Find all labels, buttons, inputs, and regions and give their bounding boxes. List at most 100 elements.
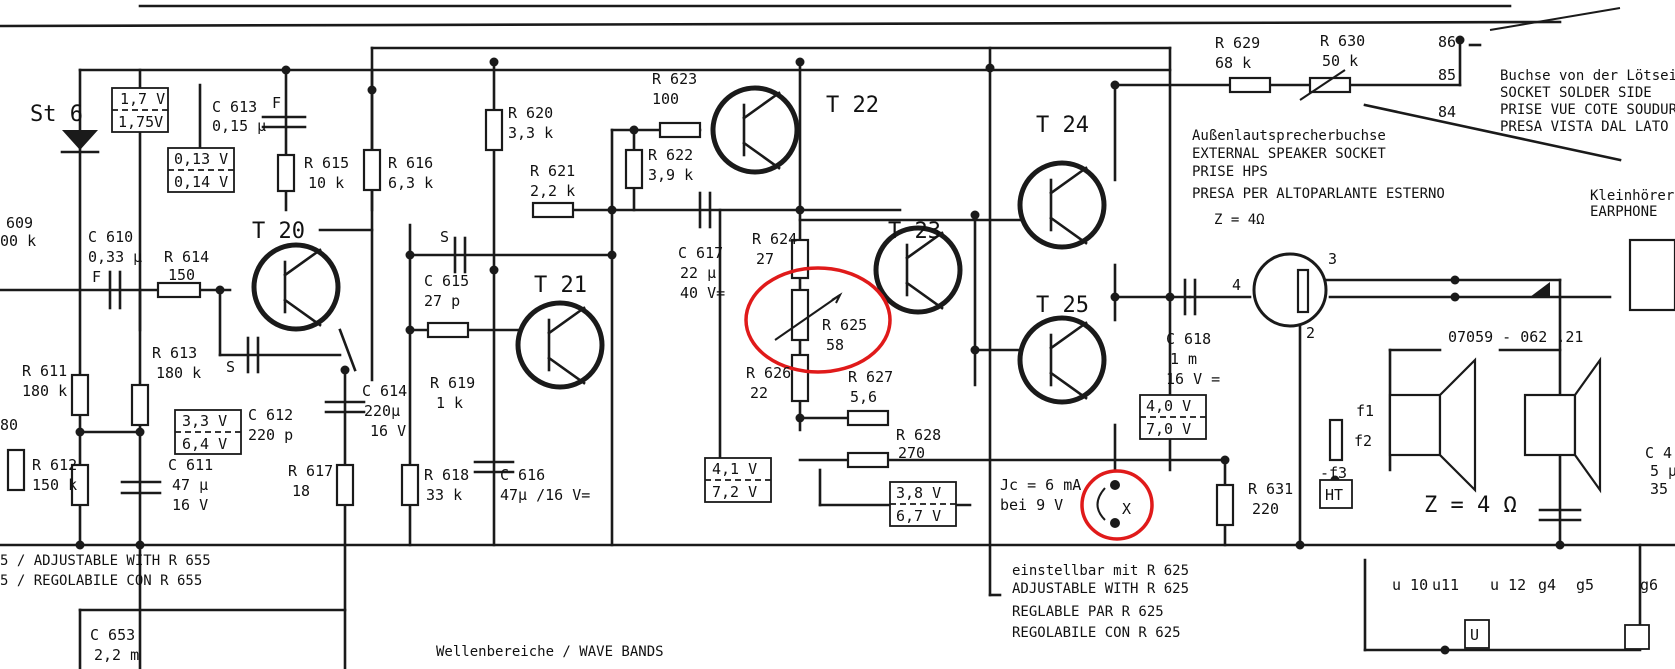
svg-text:REGLABLE PAR R 625: REGLABLE PAR R 625 [1012, 604, 1164, 620]
svg-text:85: 85 [1438, 66, 1456, 84]
voltage-readouts: 1,7 V 1,75V 0,13 V 0,14 V 3,3 V 6,4 V 4,… [118, 90, 1191, 525]
svg-text:7,0 V: 7,0 V [1146, 420, 1191, 438]
svg-text:68 k: 68 k [1215, 54, 1251, 72]
svg-text:86: 86 [1438, 33, 1456, 51]
svg-text:g6: g6 [1640, 576, 1658, 594]
svg-text:R 629: R 629 [1215, 34, 1260, 52]
svg-text:220 p: 220 p [248, 426, 293, 444]
svg-text:27: 27 [756, 250, 774, 268]
svg-text:T 24: T 24 [1036, 113, 1089, 138]
svg-text:u 10: u 10 [1392, 576, 1428, 594]
svg-text:X: X [1122, 500, 1131, 518]
svg-text:150: 150 [168, 266, 195, 284]
svg-text:u 12: u 12 [1490, 576, 1526, 594]
svg-text:R 627: R 627 [848, 368, 893, 386]
svg-text:SOCKET SOLDER SIDE: SOCKET SOLDER SIDE [1500, 85, 1652, 101]
svg-text:S: S [226, 358, 235, 376]
svg-text:220: 220 [1252, 500, 1279, 518]
svg-text:T 22: T 22 [826, 93, 879, 118]
svg-text:0,15 µ: 0,15 µ [212, 117, 266, 135]
svg-text:T 20: T 20 [252, 219, 305, 244]
svg-text:C 615: C 615 [424, 272, 469, 290]
svg-text:PRISE HPS: PRISE HPS [1192, 164, 1268, 180]
svg-text:ADJUSTABLE WITH R 625: ADJUSTABLE WITH R 625 [1012, 581, 1189, 597]
svg-text:609: 609 [6, 214, 33, 232]
svg-text:4,0 V: 4,0 V [1146, 397, 1191, 415]
svg-text:2,2 m: 2,2 m [94, 646, 139, 664]
svg-text:R 620: R 620 [508, 104, 553, 122]
svg-text:R 615: R 615 [304, 154, 349, 172]
svg-text:4,1 V: 4,1 V [712, 460, 757, 478]
svg-text:16 V: 16 V [370, 422, 406, 440]
svg-text:-f3: -f3 [1320, 464, 1347, 482]
svg-text:6,3 k: 6,3 k [388, 174, 433, 192]
svg-text:100: 100 [652, 90, 679, 108]
svg-text:Z = 4 Ω: Z = 4 Ω [1424, 493, 1517, 518]
svg-text:0,13 V: 0,13 V [174, 150, 228, 168]
svg-text:6,4 V: 6,4 V [182, 435, 227, 453]
svg-text:2,2 k: 2,2 k [530, 182, 575, 200]
svg-text:0,33 µ: 0,33 µ [88, 248, 142, 266]
svg-text:R 623: R 623 [652, 70, 697, 88]
svg-text:C 611: C 611 [168, 456, 213, 474]
svg-text:3,3 k: 3,3 k [508, 124, 553, 142]
svg-text:C 614: C 614 [362, 382, 407, 400]
svg-text:33 k: 33 k [426, 486, 462, 504]
svg-text:22: 22 [750, 384, 768, 402]
svg-text:16 V: 16 V [172, 496, 208, 514]
svg-text:F: F [92, 268, 101, 286]
svg-text:R 628: R 628 [896, 426, 941, 444]
svg-text:7,2 V: 7,2 V [712, 483, 757, 501]
svg-text:Außenlautsprecherbuchse: Außenlautsprecherbuchse [1192, 128, 1386, 144]
svg-text:1,7 V: 1,7 V [120, 90, 165, 108]
svg-text:g5: g5 [1576, 576, 1594, 594]
svg-text:3,8 V: 3,8 V [896, 484, 941, 502]
svg-text:C 613: C 613 [212, 98, 257, 116]
svg-text:18: 18 [292, 482, 310, 500]
svg-text:6,7 V: 6,7 V [896, 507, 941, 525]
svg-text:1 m: 1 m [1170, 350, 1197, 368]
svg-text:1 k: 1 k [436, 394, 463, 412]
svg-text:R 616: R 616 [388, 154, 433, 172]
svg-text:R 619: R 619 [430, 374, 475, 392]
svg-text:07059 - 062 .21: 07059 - 062 .21 [1448, 328, 1583, 346]
svg-text:C 653: C 653 [90, 626, 135, 644]
svg-text:40 V=: 40 V= [680, 284, 725, 302]
svg-text:47µ /16 V=: 47µ /16 V= [500, 486, 590, 504]
svg-text:R 617: R 617 [288, 462, 333, 480]
svg-text:80: 80 [0, 416, 18, 434]
svg-text:16 V =: 16 V = [1166, 370, 1220, 388]
svg-text:S: S [440, 228, 449, 246]
svg-text:R 613: R 613 [152, 344, 197, 362]
junction-dots [75, 35, 1565, 655]
svg-text:35: 35 [1650, 480, 1668, 498]
svg-text:T 21: T 21 [534, 273, 587, 298]
svg-text:g4: g4 [1538, 576, 1556, 594]
svg-text:PRESA VISTA DAL LATO: PRESA VISTA DAL LATO [1500, 119, 1669, 135]
svg-text:R 622: R 622 [648, 146, 693, 164]
svg-text:50 k: 50 k [1322, 52, 1358, 70]
voltage-boxes [111, 87, 1650, 650]
svg-text:PRISE VUE COTE SOUDURE: PRISE VUE COTE SOUDURE [1500, 102, 1675, 118]
svg-text:R 614: R 614 [164, 248, 209, 266]
diode-st6 [60, 130, 100, 154]
svg-text:5 / REGOLABILE CON R 655: 5 / REGOLABILE CON R 655 [0, 573, 202, 589]
svg-text:3: 3 [1328, 250, 1337, 268]
svg-text:C 4: C 4 [1645, 444, 1672, 462]
svg-text:R 631: R 631 [1248, 480, 1293, 498]
svg-text:R 625: R 625 [822, 316, 867, 334]
svg-text:HT: HT [1325, 486, 1343, 504]
svg-text:58: 58 [826, 336, 844, 354]
svg-text:R 612: R 612 [32, 456, 77, 474]
resistors [6, 76, 1352, 527]
svg-text:1,75V: 1,75V [118, 113, 163, 131]
svg-text:Z = 4Ω: Z = 4Ω [1214, 212, 1265, 228]
svg-text:f2: f2 [1354, 432, 1372, 450]
svg-text:R 626: R 626 [746, 364, 791, 382]
svg-text:3,9 k: 3,9 k [648, 166, 693, 184]
svg-text:R 611: R 611 [22, 362, 67, 380]
svg-text:180 k: 180 k [156, 364, 201, 382]
svg-text:Buchse von der Lötseite: Buchse von der Lötseite [1500, 68, 1675, 84]
svg-text:00 k: 00 k [0, 232, 36, 250]
